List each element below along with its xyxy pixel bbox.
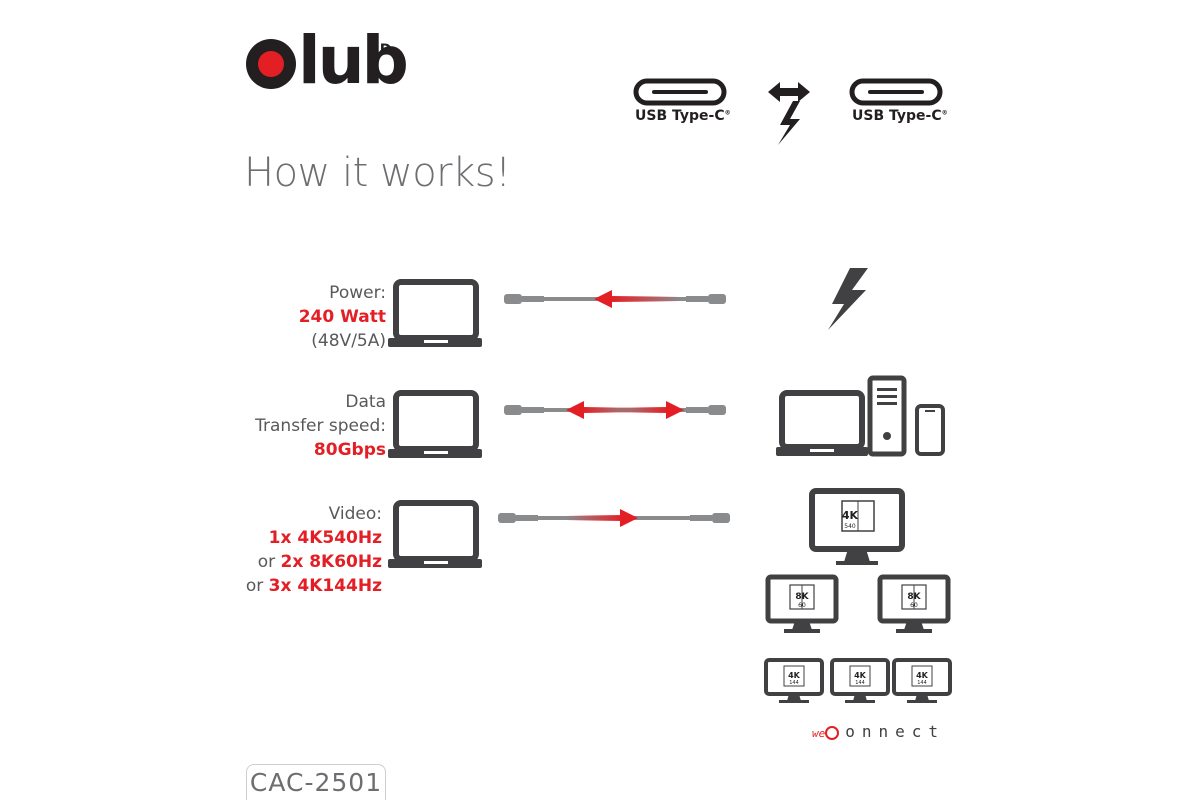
data-label: Data Transfer speed: 80Gbps (255, 392, 386, 460)
svg-text:4K: 4K (842, 509, 859, 522)
logo-3d-mark: 3D (370, 42, 392, 58)
monitor-4k144-3-icon: 4K 144 (892, 658, 952, 703)
monitor-8k60-right-icon: 8K 60 (877, 574, 951, 633)
part-number-tab: CAC-2501 (246, 764, 386, 800)
svg-text:4K: 4K (916, 671, 929, 680)
svg-text:4K: 4K (788, 671, 801, 680)
usb-c-label-left: USB Type-C® (635, 108, 731, 124)
usb-c-port-left-icon (633, 78, 727, 106)
monitor-8k60-left-icon: 8K 60 (765, 574, 839, 633)
laptop-device-icon (776, 390, 868, 456)
usb-c-label-right: USB Type-C® (852, 108, 948, 124)
laptop-icon-data (388, 390, 482, 458)
svg-text:144: 144 (855, 680, 865, 686)
svg-text:144: 144 (917, 680, 927, 686)
connector-diagram (633, 78, 943, 145)
bidirectional-lightning-icon (768, 82, 810, 145)
svg-text:144: 144 (789, 680, 799, 686)
svg-text:60: 60 (798, 602, 806, 609)
usb-c-port-right-icon (849, 78, 943, 106)
logo-word: lub (298, 22, 409, 99)
svg-text:8K: 8K (795, 592, 809, 602)
power-label: Power: 240 Watt (48V/5A) (298, 283, 386, 351)
video-label: Video: 1x 4K540Hz or 2x 8K60Hz or 3x 4K1… (245, 504, 382, 596)
svg-text:540: 540 (844, 523, 856, 530)
logo-c-icon (246, 39, 296, 89)
svg-text:4K: 4K (854, 671, 867, 680)
monitor-4k144-1-icon: 4K 144 (764, 658, 824, 703)
usage-diagram: 4K 540 8K 60 8K 60 4K 144 4K 144 (388, 268, 952, 703)
svg-text:60: 60 (910, 602, 918, 609)
smartphone-icon (915, 404, 945, 456)
club3d-logo: lub (246, 28, 409, 94)
cable-video-icon (498, 509, 730, 527)
svg-text:8K: 8K (907, 592, 921, 602)
cable-power-icon (504, 290, 726, 308)
laptop-icon-video (388, 500, 482, 568)
monitor-4k540-icon: 4K 540 (809, 488, 905, 565)
page-title: How it works! (244, 150, 511, 196)
lightning-icon (828, 268, 868, 330)
monitor-4k144-2-icon: 4K 144 (830, 658, 890, 703)
desktop-tower-icon (867, 375, 907, 457)
cable-data-icon (504, 401, 726, 419)
laptop-icon-power (388, 279, 482, 347)
